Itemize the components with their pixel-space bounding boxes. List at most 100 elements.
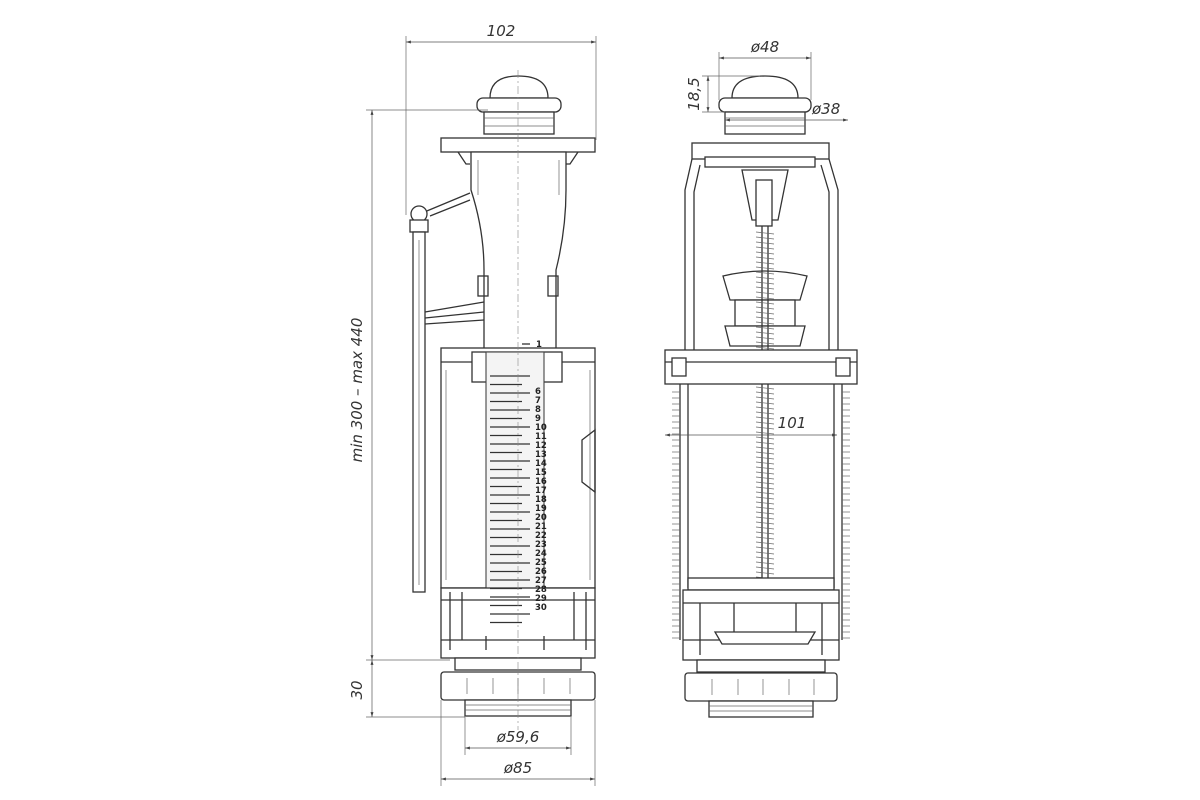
spring-coil [755,336,775,340]
scale-label: 30 [535,603,547,613]
spring-coil [755,266,775,270]
spring-coil [755,466,775,470]
scale-labels: 6 7 8 9 10 11 12 13 14 15 16 17 18 19 20… [535,387,547,613]
spring-coil [755,331,775,335]
scale-top-mark: 1 [536,340,542,350]
scale-label: 9 [535,414,541,424]
spring-coil [755,346,775,350]
frame-right [684,142,839,352]
dim-button-diameter: ø48 [750,38,779,56]
spring-coil [755,281,775,285]
left-view: 1 6 7 8 9 10 11 12 13 14 15 16 17 18 19 … [409,70,596,730]
scale-label: 20 [535,513,547,523]
scale-label: 16 [535,477,547,487]
spring-coil [755,516,775,520]
spring-coil [755,411,775,415]
spring-coil [755,561,775,565]
spring-coil [755,451,775,455]
scale-label: 26 [535,567,547,577]
dim-inner-diameter: ø59,6 [496,728,540,746]
spring-coil [755,246,775,250]
spring-coil [755,256,775,260]
scale-label: 27 [535,576,547,586]
spring-coil [755,241,775,245]
spring-coil [755,436,775,440]
spring-coil [755,306,775,310]
spring-coil [755,476,775,480]
spring-coil [755,566,775,570]
spring-coil [755,511,775,515]
spring-coil [755,401,775,405]
right-view [664,75,858,718]
body-ribs [672,391,850,639]
scale-label: 24 [535,549,547,559]
spring-coil [755,326,775,330]
spring-coil [755,536,775,540]
spring-coil [755,486,775,490]
spring-coil [755,491,775,495]
dim-height-range: min 300 – max 440 [348,318,366,463]
scale-label: 11 [535,432,547,442]
spring-coil [755,321,775,325]
spring-coil [755,406,775,410]
scale-label: 6 [535,387,541,397]
spring-coil [755,481,775,485]
dim-button-base-diameter: ø38 [811,100,840,118]
spring-coil [755,341,775,345]
dim-outer-diameter: ø85 [503,759,532,777]
spring-coil [755,556,775,560]
spring-coil [755,506,775,510]
spring-coil [755,416,775,420]
spring-coil [755,296,775,300]
spring-coil [755,541,775,545]
scale-label: 19 [535,504,547,514]
scale-ticks [490,375,530,624]
spring-coil [755,456,775,460]
spring-coil [755,396,775,400]
overflow-tube-left [470,151,567,356]
spring-coil [755,291,775,295]
spring-coil [755,501,775,505]
scale-label: 10 [535,423,547,433]
dim-thread-height: 30 [348,680,366,699]
spring-coils [755,231,775,600]
scale-label: 13 [535,450,547,460]
scale-label: 29 [535,594,547,604]
dimension-labels: 102 min 300 – max 440 30 ø59,6 ø85 ø48 1… [348,22,840,777]
spring-coil [755,426,775,430]
spring-coil [755,471,775,475]
valve-assembly [722,169,808,347]
spring-coil [755,496,775,500]
spring-coil [755,441,775,445]
scale-label: 14 [535,459,547,469]
spring-coil [755,546,775,550]
scale-label: 17 [535,486,547,496]
scale-label: 22 [535,531,547,541]
spring-coil [755,521,775,525]
spring-coil [755,421,775,425]
scale-label: 12 [535,441,547,451]
scale-label: 21 [535,522,547,532]
bottom-cage-right [682,589,840,661]
spring-coil [755,236,775,240]
spring-coil [755,231,775,235]
scale-label: 15 [535,468,547,478]
spring-coil [755,531,775,535]
spring-coil [755,261,775,265]
level-scale: 1 6 7 8 9 10 11 12 13 14 15 16 17 18 19 … [490,340,547,624]
spring-coil [755,551,775,555]
scale-label: 8 [535,405,541,415]
spring-coil [755,276,775,280]
dim-overall-width: 102 [487,22,516,40]
spring-coil [755,461,775,465]
spring-rod [755,226,775,600]
dim-button-height: 18,5 [685,77,703,110]
push-button-right [718,75,812,135]
thread-nut-right [684,659,838,718]
spring-coil [755,431,775,435]
spring-coil [755,271,775,275]
spring-coil [755,391,775,395]
scale-label: 23 [535,540,547,550]
spring-coil [755,526,775,530]
